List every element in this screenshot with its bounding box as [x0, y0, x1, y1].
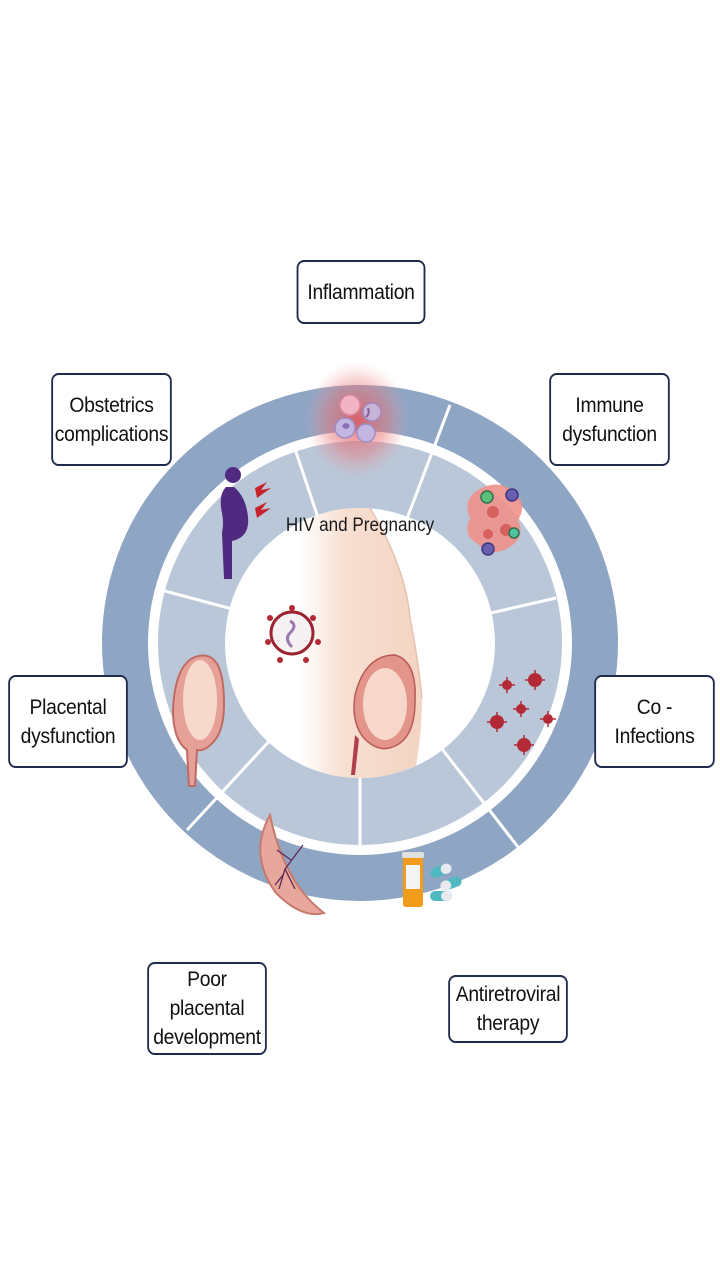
fetus-in-uterus-icon — [171, 654, 225, 787]
hiv-virus-icon — [265, 605, 321, 663]
placenta-icon — [259, 812, 327, 915]
label-immune-dysfunction-text: Immune dysfunction — [562, 393, 657, 446]
label-co-infections: Co - Infections — [594, 675, 715, 768]
label-poor-placental-development: Poor placental development — [147, 962, 267, 1055]
pill-bottle-icon — [402, 852, 462, 907]
label-obstetrics-complications: Obstetrics complications — [51, 373, 172, 466]
label-co-infections-text: Co - Infections — [614, 695, 695, 748]
label-inflammation-text: Inflammation — [307, 280, 415, 304]
virus-particles-icon — [487, 670, 556, 755]
inflamed-cells-icon — [305, 362, 409, 478]
label-immune-dysfunction: Immune dysfunction — [549, 373, 670, 466]
center-title: HIV and Pregnancy — [285, 515, 435, 536]
fetus-in-womb — [351, 654, 416, 775]
label-inflammation: Inflammation — [296, 260, 426, 324]
label-antiretroviral-therapy-text: Antiretroviral therapy — [455, 983, 561, 1035]
label-placental-dysfunction-text: Placental dysfunction — [20, 695, 116, 748]
label-placental-dysfunction: Placental dysfunction — [8, 675, 128, 768]
pregnant-woman-pain-icon — [220, 467, 271, 579]
label-obstetrics-complications-text: Obstetrics complications — [54, 393, 169, 446]
immune-cells-icon — [467, 484, 523, 556]
label-poor-placental-development-text: Poor placental development — [153, 968, 261, 1049]
label-antiretroviral-therapy: Antiretroviral therapy — [448, 975, 568, 1043]
